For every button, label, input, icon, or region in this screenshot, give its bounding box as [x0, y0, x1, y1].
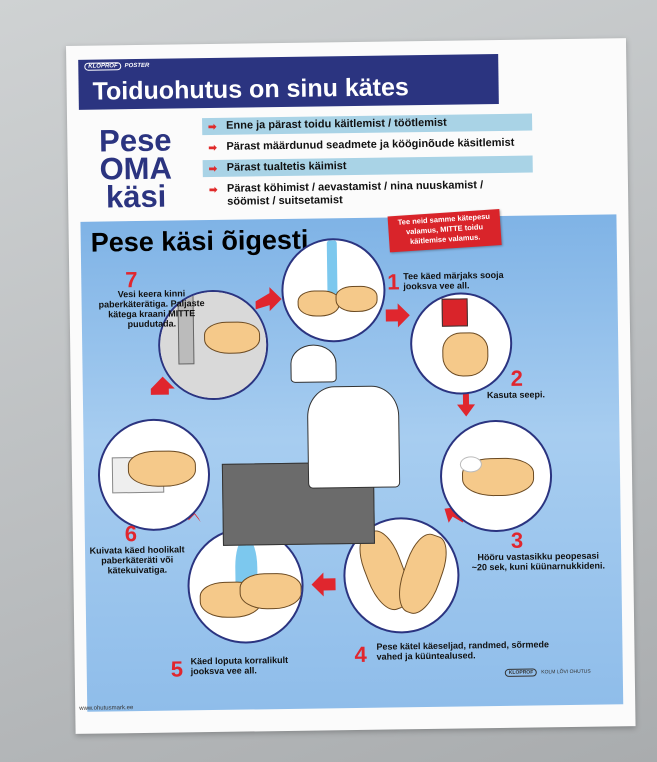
step-3-number: 3 [510, 527, 524, 553]
step-5-text: Käed loputa korralikult jooksva vee all. [190, 654, 289, 677]
step-4-number: 4 [354, 641, 367, 668]
step-6-number: 6 [124, 521, 138, 547]
step-1-number: 1 [387, 269, 400, 295]
step-4-text: Pese kätel käeseljad, randmed, sõrmede v… [376, 639, 550, 662]
arrow-icon [311, 572, 336, 597]
chef-illustration [306, 385, 401, 489]
step-1-text: Tee käed märjaks sooja jooksva vee all. [403, 269, 504, 292]
step-6-text: Kuivata käed hoolikalt paberkäteräti või… [89, 544, 185, 576]
arrow-icon [457, 392, 476, 417]
arrow-icon [385, 303, 410, 328]
step-2-text: Kasuta seepi. [486, 389, 546, 401]
step-7-text: Vesi keera kinni paberkäterätiga. Paljas… [98, 288, 205, 330]
website-text: www.ohutusmark.ee [79, 705, 134, 712]
chef-hat [290, 344, 337, 383]
step-5-number: 5 [170, 656, 184, 682]
step-3-text: Hööru vastasikku peopesasi ~20 sek, kuni… [471, 550, 606, 573]
step-2-number: 2 [510, 365, 524, 391]
